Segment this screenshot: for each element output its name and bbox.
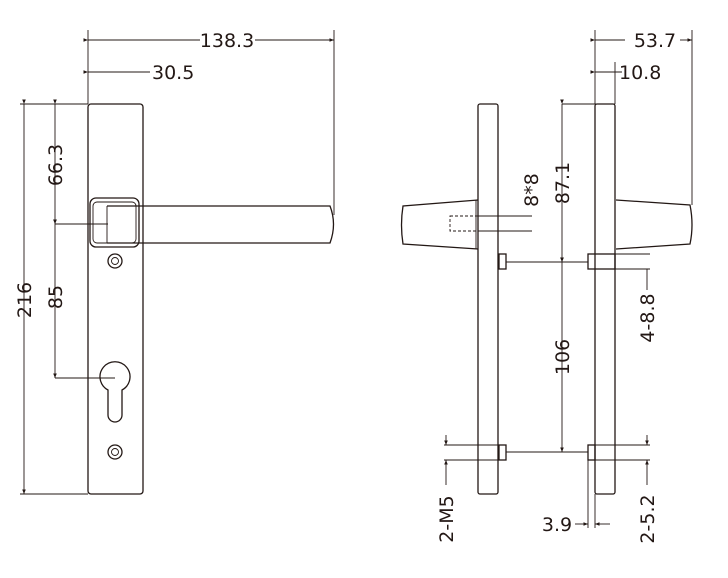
rosette [89, 197, 140, 248]
dim-boss-offset: 3.9 [542, 514, 572, 536]
dim-lower-thread: 2-M5 [436, 495, 458, 542]
spindle [449, 215, 479, 232]
left-lever-side [400, 199, 479, 250]
screw-bottom-icon [107, 444, 123, 460]
backplate [87, 103, 144, 495]
right-lever-side [615, 199, 693, 250]
dim-plate-thickness: 10.8 [619, 62, 661, 84]
dim-overall-height: 216 [14, 282, 36, 318]
dim-top-to-handle: 66.3 [45, 144, 67, 186]
lever-handle [107, 205, 335, 244]
right-plate [594, 103, 616, 495]
screw-top-icon [107, 253, 123, 269]
left-plate [477, 103, 499, 495]
dim-upper-holes: 4-8.8 [637, 293, 659, 342]
dim-screw-spacing: 106 [552, 339, 574, 375]
side-view [400, 30, 693, 528]
dim-top-to-screw: 87.1 [552, 162, 574, 204]
dim-handle-to-cylinder: 85 [45, 285, 67, 309]
dim-plate-width: 30.5 [152, 62, 194, 84]
dim-overall-width: 138.3 [200, 30, 254, 52]
cylinder-keyhole [99, 361, 131, 423]
dim-spindle: 8*8 [521, 173, 543, 207]
dim-overall-depth: 53.7 [634, 30, 676, 52]
front-view [20, 30, 335, 495]
dim-lower-holes: 2-5.2 [637, 494, 659, 543]
